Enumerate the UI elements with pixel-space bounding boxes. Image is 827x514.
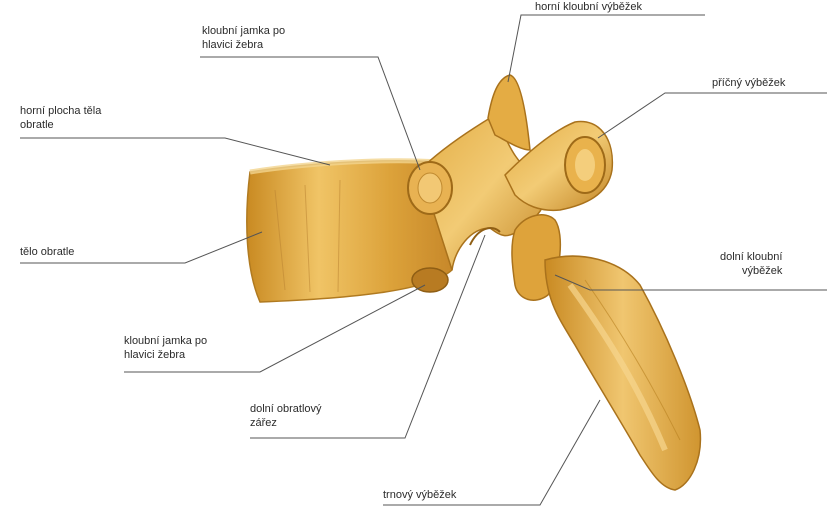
rib-facet-lower	[412, 268, 448, 292]
label-line: zářez	[250, 416, 322, 430]
label-jamka-hlavice-zebra-dolni: kloubní jamka po hlavici žebra	[124, 334, 207, 362]
label-line: hlavici žebra	[202, 38, 285, 52]
label-line: dolní obratlový	[250, 402, 322, 416]
label-jamka-hlavice-zebra: kloubní jamka po hlavici žebra	[202, 24, 285, 52]
label-line: dolní kloubní	[720, 250, 782, 264]
label-horni-kloubni-vybezek: horní kloubní výběžek	[535, 0, 642, 14]
leader-horni-kloubni-vybezek	[508, 15, 705, 82]
leader-pricny-vybezek	[598, 93, 827, 138]
label-telo-obratle: tělo obratle	[20, 245, 74, 259]
label-line: hlavici žebra	[124, 348, 207, 362]
label-line: horní plocha těla	[20, 104, 101, 118]
label-dolni-obratlovy-zarez: dolní obratlový zářez	[250, 402, 322, 430]
label-line: výběžek	[720, 264, 782, 278]
label-dolni-kloubni-vybezek: dolní kloubní výběžek	[720, 250, 782, 278]
leader-horni-plocha	[20, 138, 330, 165]
leader-jamka-hlavice-zebra	[200, 57, 420, 170]
label-line: horní kloubní výběžek	[535, 0, 642, 14]
label-line: příčný výběžek	[712, 76, 785, 90]
label-line: trnový výběžek	[383, 488, 456, 502]
label-line: kloubní jamka po	[202, 24, 285, 38]
label-line: kloubní jamka po	[124, 334, 207, 348]
label-line: obratle	[20, 118, 101, 132]
label-trnovy-vybezek: trnový výběžek	[383, 488, 456, 502]
label-horni-plocha: horní plocha těla obratle	[20, 104, 101, 132]
label-pricny-vybezek: příčný výběžek	[712, 76, 785, 90]
label-line: tělo obratle	[20, 245, 74, 259]
